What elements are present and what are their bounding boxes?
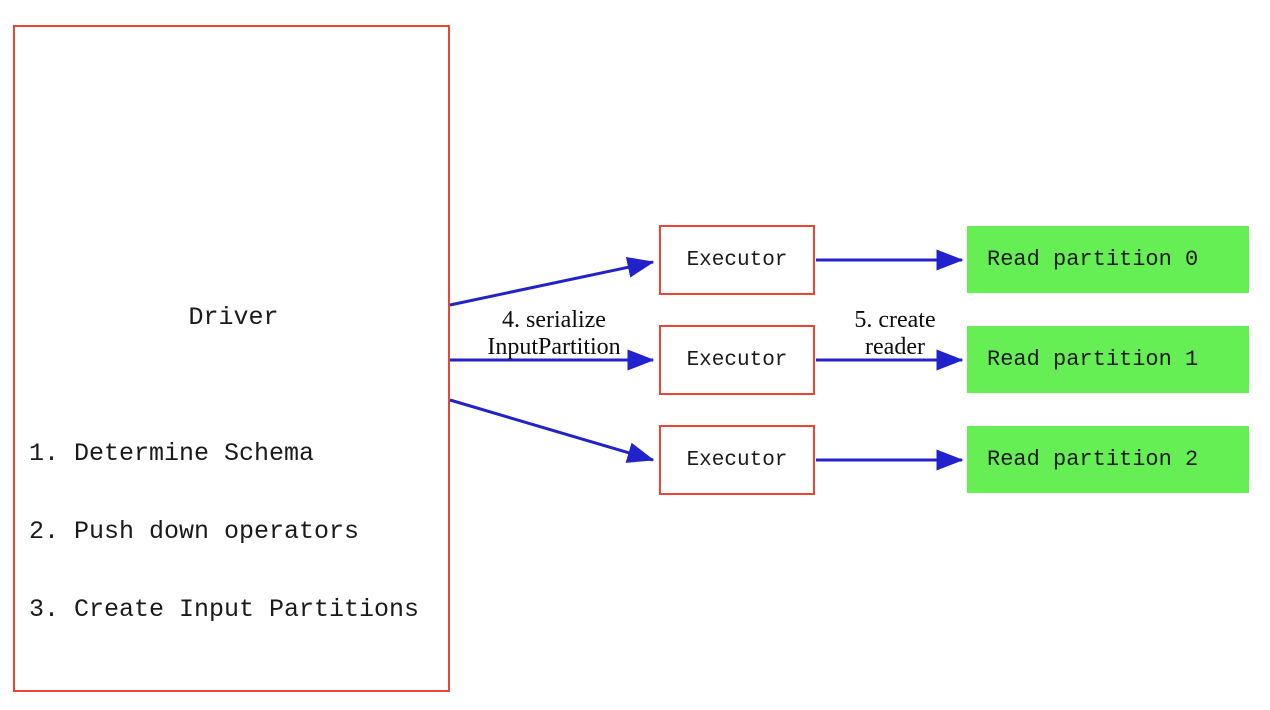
- read-partition-box-1: Read partition 1: [967, 326, 1249, 393]
- executor-box-1: Executor: [659, 325, 815, 395]
- edge-label-create-reader: 5. create reader: [854, 307, 936, 360]
- read-partition-box-2: Read partition 2: [967, 426, 1249, 493]
- arrow-driver-to-executor-2: [449, 398, 655, 463]
- driver-step-2: 2. Push down operators: [29, 517, 360, 546]
- executor-box-2: Executor: [659, 425, 815, 495]
- driver-box: Driver 1. Determine Schema 2. Push down …: [13, 25, 450, 692]
- read-partition-label-0: Read partition 0: [987, 247, 1199, 272]
- driver-step-1: 1. Determine Schema: [29, 439, 315, 468]
- executor-label-1: Executor: [686, 348, 788, 372]
- driver-step-3: 3. Create Input Partitions: [29, 595, 420, 624]
- executor-box-0: Executor: [659, 225, 815, 295]
- read-partition-label-2: Read partition 2: [987, 447, 1199, 472]
- driver-title: Driver: [188, 303, 279, 332]
- edge-label-serialize-input-partition: 4. serialize InputPartition: [487, 307, 621, 360]
- executor-label-0: Executor: [686, 248, 788, 272]
- read-partition-label-1: Read partition 1: [987, 347, 1199, 372]
- executor-label-2: Executor: [686, 448, 788, 472]
- read-partition-box-0: Read partition 0: [967, 226, 1249, 293]
- arrow-driver-to-executor-0: [449, 257, 655, 307]
- driver-steps-list: 1. Determine Schema 2. Push down operato…: [29, 389, 452, 675]
